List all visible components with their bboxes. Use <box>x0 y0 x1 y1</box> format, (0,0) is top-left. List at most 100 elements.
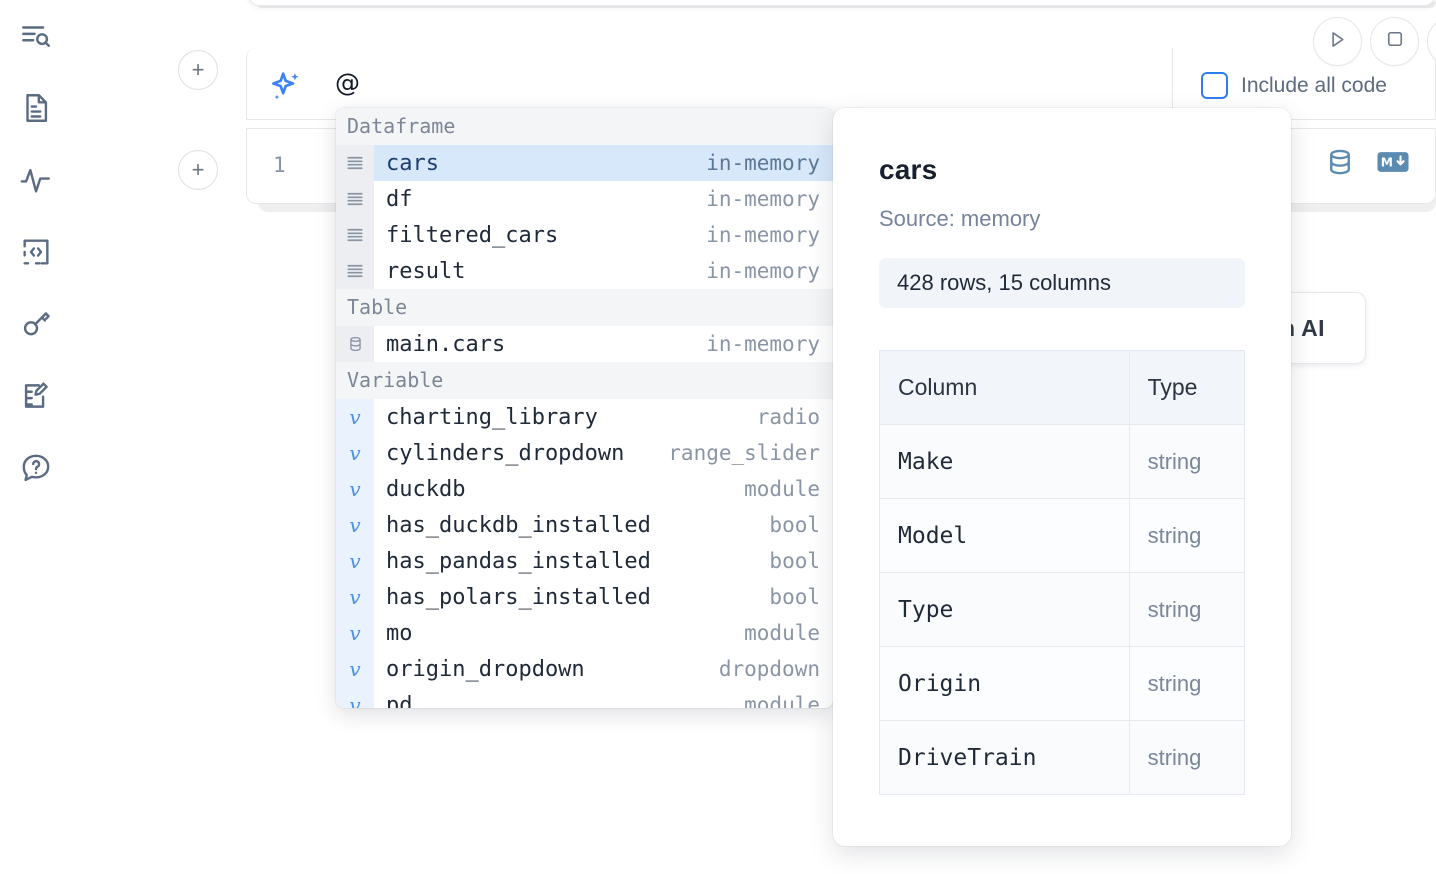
dataframe-icon <box>336 145 374 181</box>
autocomplete-item-body: cars in-memory <box>374 145 833 181</box>
autocomplete-group-header: Variable <box>336 362 833 399</box>
autocomplete-item[interactable]: v origin_dropdown dropdown <box>336 651 833 687</box>
autocomplete-item[interactable]: v has_polars_installed bool <box>336 579 833 615</box>
autocomplete-item-type: in-memory <box>706 187 820 211</box>
ai-prompt-value: @ <box>335 68 361 97</box>
autocomplete-item[interactable]: v has_duckdb_installed bool <box>336 507 833 543</box>
detail-column-header: Column <box>879 350 1130 425</box>
autocomplete-item-name: df <box>386 186 413 212</box>
autocomplete-item-name: has_polars_installed <box>386 584 651 610</box>
cell-type-icons: M <box>1325 147 1409 182</box>
add-cell-button-top[interactable]: + <box>178 50 218 90</box>
detail-column-name: DriveTrain <box>879 720 1130 795</box>
dataframe-icon <box>336 181 374 217</box>
notebook-edit-icon <box>19 379 53 413</box>
variable-icon: v <box>336 471 374 507</box>
help-chat-icon <box>19 451 53 485</box>
code-snippet-icon <box>19 235 53 269</box>
outline-search-icon <box>19 19 53 53</box>
markdown-icon[interactable]: M <box>1377 151 1409 178</box>
include-all-code-row[interactable]: Include all code <box>1201 72 1387 99</box>
sidebar-item-activity[interactable] <box>14 158 58 202</box>
variable-icon: v <box>336 579 374 615</box>
detail-column-name: Type <box>879 572 1130 647</box>
sidebar-item-snippets[interactable] <box>14 230 58 274</box>
variable-icon: v <box>336 615 374 651</box>
dataframe-detail-panel: cars Source: memory 428 rows, 15 columns… <box>833 108 1291 846</box>
sparkles-icon <box>269 70 303 104</box>
autocomplete-item-name: has_duckdb_installed <box>386 512 651 538</box>
plus-icon: + <box>191 157 205 182</box>
stop-button[interactable] <box>1370 17 1419 66</box>
sidebar-item-help[interactable] <box>14 446 58 490</box>
sidebar-item-outline-search[interactable] <box>14 14 58 58</box>
sidebar-rail <box>0 0 72 874</box>
table-db-icon <box>336 326 374 362</box>
autocomplete-item[interactable]: main.cars in-memory <box>336 326 833 362</box>
variable-icon: v <box>336 651 374 687</box>
include-all-code-checkbox[interactable] <box>1201 72 1228 99</box>
sidebar-item-secrets[interactable] <box>14 302 58 346</box>
sidebar-item-document[interactable] <box>14 86 58 130</box>
autocomplete-group-header: Dataframe <box>336 108 833 145</box>
activity-pulse-icon <box>19 163 53 197</box>
detail-source: Source: memory <box>879 206 1041 231</box>
notebook-shell-top <box>248 0 1436 6</box>
database-icon[interactable] <box>1325 147 1355 182</box>
autocomplete-item-name: result <box>386 258 466 284</box>
autocomplete-item-body: main.cars in-memory <box>374 326 833 362</box>
sidebar-item-scratchpad[interactable] <box>14 374 58 418</box>
autocomplete-item-type: bool <box>769 513 820 537</box>
autocomplete-item-type: radio <box>756 405 820 429</box>
plus-icon: + <box>191 57 205 82</box>
autocomplete-item-type: dropdown <box>718 657 820 681</box>
run-button[interactable] <box>1313 17 1362 66</box>
detail-column-type: string <box>1128 646 1246 721</box>
add-cell-button-bottom[interactable]: + <box>178 150 218 190</box>
autocomplete-item-name: main.cars <box>386 331 506 357</box>
autocomplete-item-type: in-memory <box>706 223 820 247</box>
variable-icon: v <box>336 399 374 435</box>
autocomplete-item-body: origin_dropdown dropdown <box>374 651 833 687</box>
autocomplete-item-type: in-memory <box>706 332 820 356</box>
autocomplete-item-name: origin_dropdown <box>386 656 585 682</box>
autocomplete-item-type: bool <box>769 585 820 609</box>
autocomplete-item-body: df in-memory <box>374 181 833 217</box>
variable-icon: v <box>336 687 374 708</box>
document-icon <box>19 91 53 125</box>
autocomplete-item-type: module <box>744 693 820 708</box>
variable-icon: v <box>336 507 374 543</box>
detail-column-type: string <box>1128 720 1246 795</box>
detail-column-name: Make <box>879 424 1130 499</box>
detail-column-type: string <box>1128 424 1246 499</box>
autocomplete-item-type: range_slider <box>668 441 820 465</box>
autocomplete-item[interactable]: cars in-memory <box>336 145 833 181</box>
autocomplete-item-body: has_polars_installed bool <box>374 579 833 615</box>
autocomplete-item-name: pd <box>386 692 413 709</box>
autocomplete-item[interactable]: df in-memory <box>336 181 833 217</box>
autocomplete-item-type: module <box>744 477 820 501</box>
svg-text:M: M <box>1381 156 1393 170</box>
detail-column-type: string <box>1128 572 1246 647</box>
autocomplete-item-name: cars <box>386 150 439 176</box>
detail-type-header: Type <box>1128 350 1246 425</box>
autocomplete-item-body: duckdb module <box>374 471 833 507</box>
autocomplete-item-type: in-memory <box>706 151 820 175</box>
autocomplete-item-name: duckdb <box>386 476 466 502</box>
